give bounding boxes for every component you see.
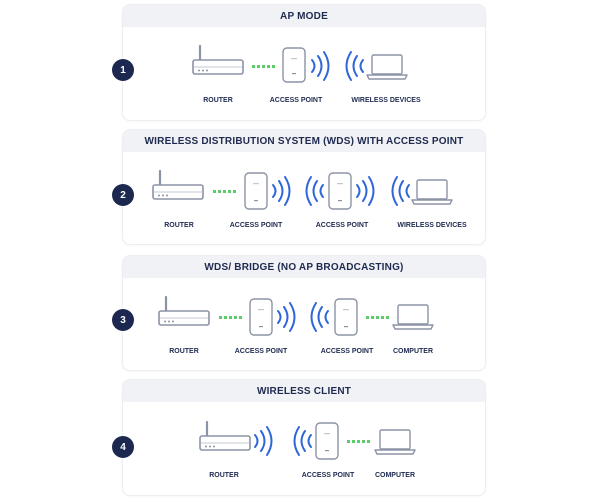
laptop-icon [366,54,408,80]
panel-title: WIRELESS DISTRIBUTION SYSTEM (WDS) WITH … [123,130,485,152]
device-label: ACCESS POINT [229,222,283,229]
wifi-waves-icon [356,176,375,206]
laptop-icon [392,304,434,330]
wifi-waves-icon [310,302,329,332]
device-label: WIRELESS DEVICES [351,97,421,104]
step-badge: 3 [112,309,134,331]
device-label: ACCESS POINT [320,348,374,355]
laptop-icon [411,179,453,205]
access-point-icon [315,422,339,460]
wifi-waves-icon [293,426,312,456]
step-badge: 4 [112,436,134,458]
router-icon [152,169,204,200]
panel-title: AP MODE [123,5,485,27]
wired-link [213,190,237,193]
wired-link [252,65,276,68]
router-icon [192,44,244,75]
access-point-icon [328,172,352,210]
router-icon [158,295,210,326]
wifi-waves-icon [254,426,273,456]
access-point-icon [282,47,306,83]
wifi-waves-icon [311,51,330,81]
access-point-icon [249,298,273,336]
laptop-icon [374,429,416,455]
device-label: COMPUTER [374,472,416,479]
panel-title: WDS/ BRIDGE (NO AP BROADCASTING) [123,256,485,278]
device-label: ROUTER [164,222,194,229]
panel-title: WIRELESS CLIENT [123,380,485,402]
step-badge: 1 [112,59,134,81]
wifi-waves-icon [391,176,410,206]
device-label: ACCESS POINT [269,97,323,104]
device-label: COMPUTER [392,348,434,355]
access-point-icon [334,298,358,336]
wired-link [366,316,390,319]
device-label: ACCESS POINT [234,348,288,355]
device-label: ROUTER [209,472,239,479]
wifi-waves-icon [277,302,296,332]
device-label: ROUTER [203,97,233,104]
device-label: WIRELESS DEVICES [397,222,467,229]
device-label: ACCESS POINT [301,472,355,479]
wired-link [219,316,243,319]
device-label: ROUTER [169,348,199,355]
router-icon [199,420,251,451]
wifi-waves-icon [272,176,291,206]
mode-panel-wireless-client: WIRELESS CLIENT [123,380,485,495]
access-point-icon [244,172,268,210]
wifi-waves-icon [345,51,364,81]
mode-panel-ap: AP MODE [123,5,485,120]
wifi-waves-icon [305,176,324,206]
step-badge: 2 [112,184,134,206]
device-label: ACCESS POINT [315,222,369,229]
wired-link [347,440,371,443]
